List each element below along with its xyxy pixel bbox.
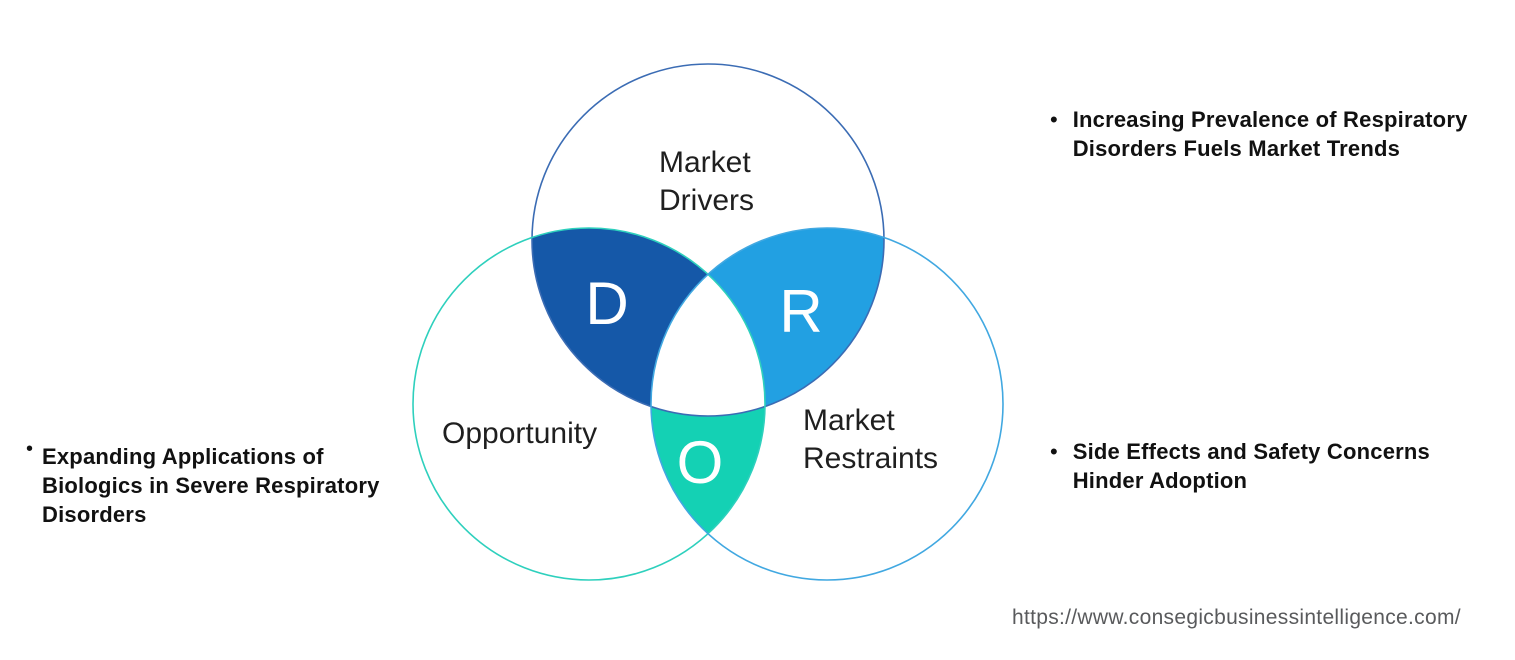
- annotation-opportunity: • Expanding Applications of Biologics in…: [26, 438, 380, 529]
- source-url: https://www.consegicbusinessintelligence…: [1012, 606, 1461, 629]
- bullet-icon: •: [26, 438, 34, 460]
- opportunity-circle-outline: [412, 227, 766, 581]
- letter-r: R: [779, 278, 822, 345]
- drivers-circle-outline: [531, 63, 885, 417]
- restraints-circle-outline: [650, 227, 1004, 581]
- triple-intersection: [651, 228, 765, 416]
- annotation-restraint-text: Side Effects and Safety Concerns Hinder …: [1072, 439, 1430, 493]
- letter-d: D: [585, 270, 628, 337]
- bullet-icon: •: [1050, 439, 1058, 464]
- annotation-restraint: • Side Effects and Safety Concerns Hinde…: [1050, 437, 1430, 495]
- annotation-driver: • Increasing Prevalence of Respiratory D…: [1050, 105, 1468, 163]
- bullet-icon: •: [1050, 107, 1058, 132]
- annotation-opportunity-text: Expanding Applications of Biologics in S…: [42, 444, 380, 527]
- annotation-driver-text: Increasing Prevalence of Respiratory Dis…: [1072, 107, 1468, 161]
- market-drivers-label: Market Drivers: [659, 146, 754, 217]
- market-restraints-label: Market Restraints: [803, 404, 939, 475]
- opportunity-label: Opportunity: [442, 417, 598, 450]
- letter-o: O: [677, 429, 724, 496]
